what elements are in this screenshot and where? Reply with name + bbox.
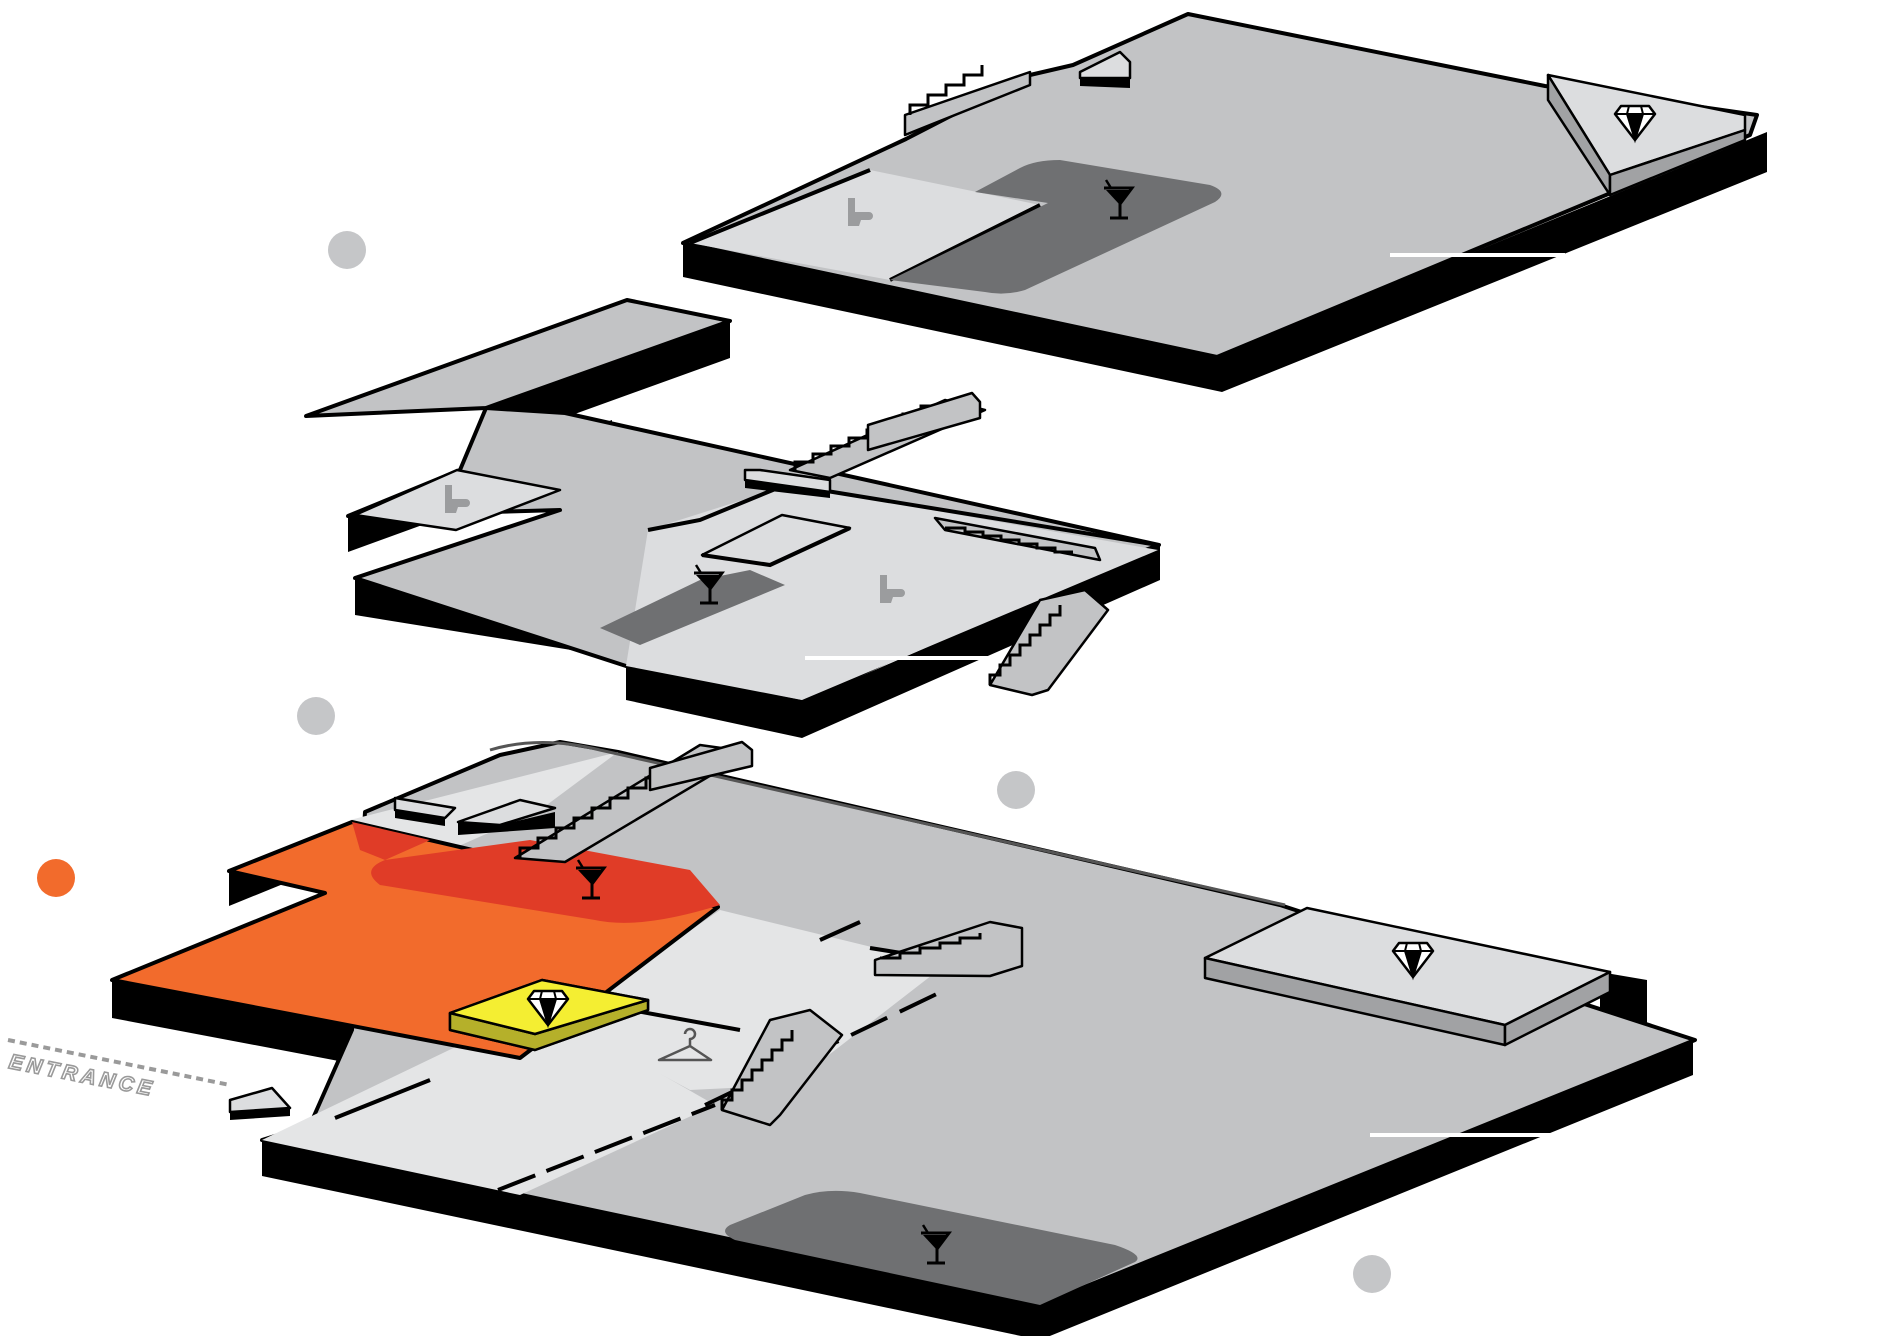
- level-markers: [37, 231, 1391, 1293]
- level-marker-ground-active[interactable]: [37, 859, 75, 897]
- ground-floor: [110, 740, 1697, 1336]
- level-marker-middle[interactable]: [297, 697, 335, 735]
- bar-area-highlight: [371, 840, 720, 923]
- bar-area-ground: [725, 1190, 1138, 1305]
- level-marker-mid-right[interactable]: [997, 771, 1035, 809]
- entrance-label: ENTRANCE: [7, 1050, 157, 1101]
- entrance-marker: ENTRANCE: [6, 1038, 231, 1102]
- middle-floor: [304, 298, 1161, 738]
- top-floor: [681, 12, 1767, 392]
- level-marker-top[interactable]: [328, 231, 366, 269]
- bar-area-top: [890, 160, 1222, 294]
- level-marker-bottom[interactable]: [1353, 1255, 1391, 1293]
